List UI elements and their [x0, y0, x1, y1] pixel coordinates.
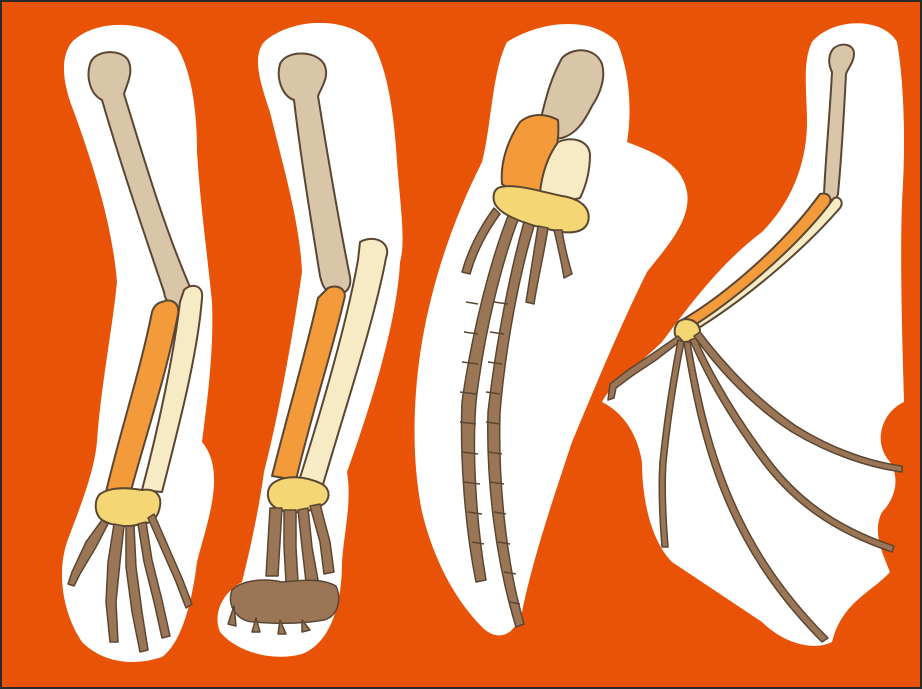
limbs-diagram: [2, 2, 920, 687]
homologous-limbs-figure: [0, 0, 922, 689]
